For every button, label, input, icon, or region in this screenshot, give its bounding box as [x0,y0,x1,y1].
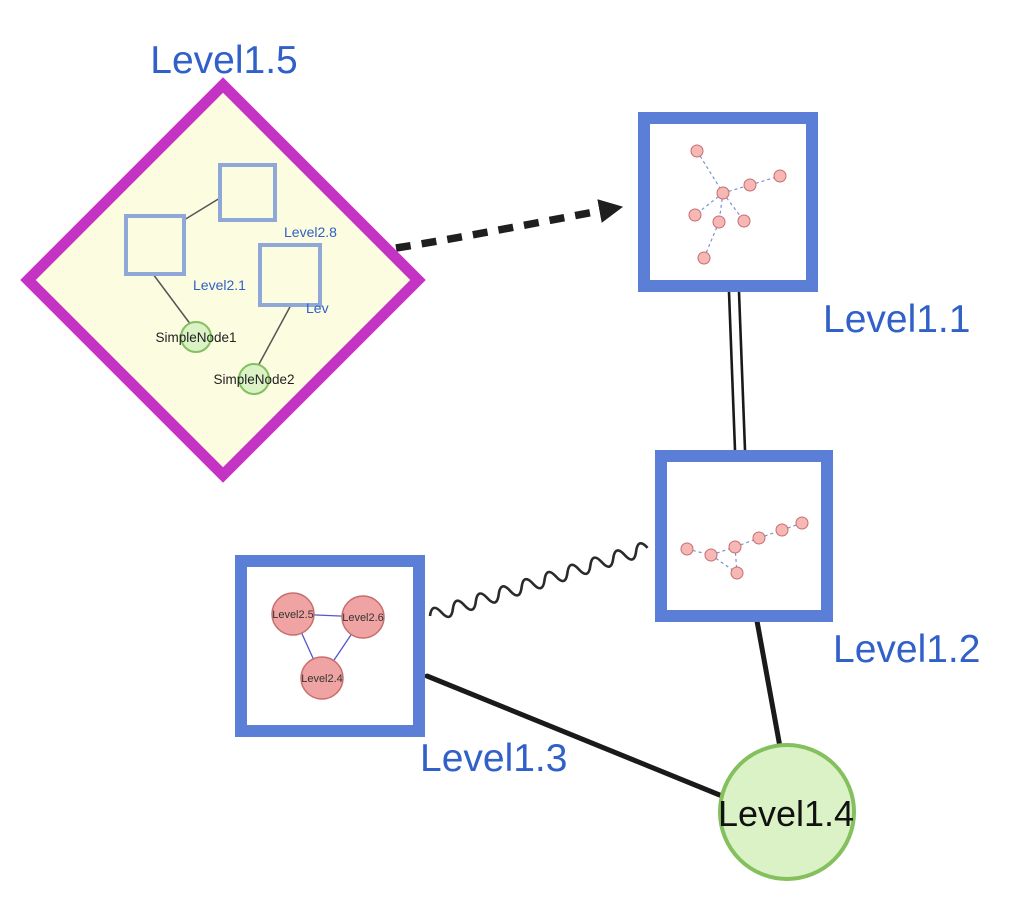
mini-node[interactable] [773,169,787,183]
node-level14-label: Level1.4 [718,793,854,834]
level15-diamond-shape[interactable] [20,77,426,483]
node-level15-label: Level1.5 [150,39,297,82]
node-level21-label: Level2.1 [193,277,246,293]
node-level25-label: Level2.5 [272,609,314,621]
mini-node[interactable] [716,186,730,200]
node-level13-shape[interactable] [235,555,425,737]
mini-node[interactable] [688,208,702,222]
node-level14-shape[interactable] [718,743,856,881]
node-level11-label: Level1.1 [823,298,970,341]
node-level24-label: Level2.4 [301,673,343,685]
node-level11: Level1.1 [638,112,970,341]
edge-level11-level12 [727,291,747,451]
mini-node[interactable] [737,214,751,228]
node-simplenode1-label: SimpleNode1 [155,330,236,345]
node-level13: Level2.5 Level2.6 Level2.4 Level1.3 [235,555,567,780]
node-level28[interactable] [218,163,277,222]
mini-node[interactable] [743,178,757,192]
node-level12-label: Level1.2 [833,628,980,671]
mini-node[interactable] [712,215,726,229]
mini-edge [710,546,736,556]
node-simplenode2[interactable] [238,363,270,395]
mini-node[interactable] [730,566,744,580]
level12-minigraph [680,516,809,580]
mini-edge [722,184,751,194]
edge-level15-level11 [395,199,624,252]
node-lev[interactable] [258,243,322,307]
node-level15: Level1.5 Level2.8 Level2.1 Lev SimpleNod… [20,39,426,483]
mini-edge [734,546,738,574]
mini-node[interactable] [704,548,718,562]
level13-minigraph: Level2.5 Level2.6 Level2.4 [271,592,385,700]
mini-node[interactable] [728,540,742,554]
edge-level11-level12-line2 [737,291,747,451]
mini-node[interactable] [680,542,694,556]
edge-level13-level12-wave [428,542,649,619]
mini-node[interactable] [697,251,711,265]
node-level11-shape[interactable] [638,112,818,292]
mini-edge [734,537,760,548]
mini-node[interactable] [752,531,766,545]
node-level21[interactable] [124,214,186,276]
edge-level13-level12 [428,542,649,619]
node-level14: Level1.4 [718,743,856,881]
node-simplenode2-label: SimpleNode2 [213,372,294,387]
node-level26-label: Level2.6 [342,612,384,624]
node-simplenode1[interactable] [180,321,212,353]
mini-edge [696,150,724,194]
mini-node[interactable] [775,523,789,537]
edge-lev-simplenode2 [257,304,292,367]
edge-level21-level28 [183,197,221,221]
edge-level12-level14 [754,618,783,750]
edge-level13-level14 [424,673,730,801]
node-level28-label: Level2.8 [284,224,337,240]
edge-level11-level12-line1 [727,291,737,451]
node-level12: Level1.2 [655,450,980,671]
node-level25[interactable] [271,592,315,636]
node-level26[interactable] [341,595,385,639]
mini-node[interactable] [690,144,704,158]
mini-node[interactable] [795,516,809,530]
node-level13-label: Level1.3 [420,737,567,780]
node-lev-label: Lev [306,300,329,316]
edge-level21-simplenode1 [152,273,192,326]
node-level24[interactable] [300,656,344,700]
level11-minigraph [688,144,787,265]
node-level12-shape[interactable] [655,450,833,622]
